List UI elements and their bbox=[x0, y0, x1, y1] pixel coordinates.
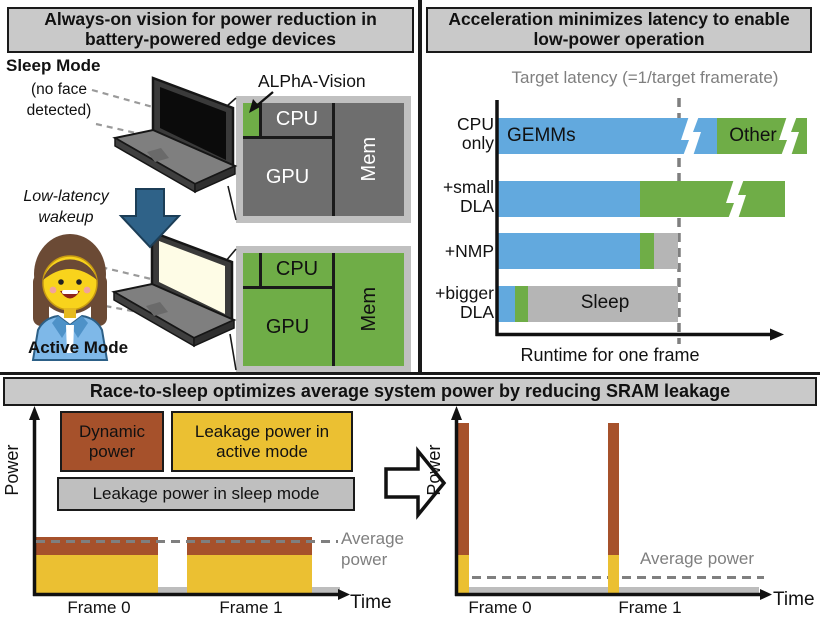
bar-biggerdla-sleep bbox=[528, 286, 678, 322]
panel-title-top-right: Acceleration minimizes latency to enable… bbox=[426, 7, 812, 53]
frame1-bar-after bbox=[608, 423, 619, 595]
legend-leakage-sleep-text: Leakage power in sleep mode bbox=[92, 484, 320, 504]
row-label-small-dla: +small DLA bbox=[442, 177, 494, 216]
legend-leakage-active-text: Leakage power in active mode bbox=[194, 421, 330, 461]
alpha-vision-label: ALPhA-Vision bbox=[258, 71, 366, 91]
wakeup-label: Low-latency wakeup bbox=[23, 188, 109, 226]
gpu-block-active: GPU bbox=[243, 289, 332, 366]
horizontal-divider bbox=[0, 372, 820, 375]
target-latency-label: Target latency (=1/target framerate) bbox=[511, 68, 779, 87]
alpha-vision-block-sleep bbox=[243, 103, 259, 136]
vertical-divider bbox=[418, 0, 422, 373]
no-face-note: (no face detected) bbox=[26, 81, 92, 119]
average-power-label-right: Average power bbox=[640, 549, 755, 568]
frame1-bar-before bbox=[187, 537, 312, 595]
average-power-label-left: Average power bbox=[341, 529, 405, 570]
frame1-dynamic-strip-after bbox=[608, 423, 619, 555]
cpu-block-label: CPU bbox=[275, 258, 319, 280]
chip-diagram-active: CPU GPU Mem bbox=[236, 246, 411, 373]
bar-cpuonly-gemms bbox=[498, 118, 717, 154]
sleep-mode-label: Sleep Mode bbox=[6, 56, 101, 75]
top-left-title-text: Always-on vision for power reduction in … bbox=[44, 9, 377, 49]
frame0-dynamic-strip-after bbox=[458, 423, 469, 555]
frame1-label-left: Frame 1 bbox=[219, 598, 283, 617]
bar-nmp-gemms bbox=[498, 233, 640, 269]
frame1-dynamic-strip bbox=[187, 537, 312, 555]
frame0-label-left: Frame 0 bbox=[67, 598, 131, 617]
alpha-vision-block-active bbox=[243, 253, 259, 286]
legend-leakage-active: Leakage power in active mode bbox=[171, 411, 353, 472]
legend-dynamic-text: Dynamic power bbox=[78, 421, 146, 461]
mem-block-sleep: Mem bbox=[335, 103, 404, 216]
legend-dynamic-power: Dynamic power bbox=[60, 411, 164, 472]
frame1-label-right: Frame 1 bbox=[618, 598, 682, 617]
mem-block-label: Mem bbox=[358, 287, 380, 332]
bar-nmp-other bbox=[640, 233, 654, 269]
power-axis-label-right: Power bbox=[423, 444, 444, 496]
time-axis-label-right: Time bbox=[773, 589, 815, 610]
panel-title-top-left: Always-on vision for power reduction in … bbox=[7, 7, 414, 53]
frame0-bar-after bbox=[458, 423, 469, 595]
gpu-block-sleep: GPU bbox=[243, 139, 332, 216]
mem-block-active: Mem bbox=[335, 253, 404, 366]
panel-title-bottom: Race-to-sleep optimizes average system p… bbox=[3, 377, 817, 406]
chip-die-active: CPU GPU Mem bbox=[243, 253, 404, 366]
cpu-block-sleep: CPU bbox=[262, 103, 332, 136]
chip-diagram-sleep: CPU GPU Mem bbox=[236, 96, 411, 223]
mem-block-label: Mem bbox=[358, 137, 380, 182]
bottom-title-text: Race-to-sleep optimizes average system p… bbox=[89, 381, 731, 402]
bar-biggerdla-other bbox=[515, 286, 528, 322]
cpu-block-active: CPU bbox=[262, 253, 332, 286]
legend-leakage-sleep: Leakage power in sleep mode bbox=[57, 477, 355, 511]
row-label-bigger-dla: +bigger DLA bbox=[435, 283, 494, 322]
bar-nmp-sleep bbox=[654, 233, 678, 269]
runtime-axis-label: Runtime for one frame bbox=[520, 345, 700, 365]
segment-label-gemms: GEMMs bbox=[507, 125, 576, 146]
top-right-title-text: Acceleration minimizes latency to enable… bbox=[448, 9, 790, 49]
row-label-nmp: +NMP bbox=[444, 241, 494, 261]
frame0-bar-before bbox=[36, 537, 158, 595]
sleep-strip-left-end bbox=[312, 587, 340, 595]
bar-biggerdla-gemms bbox=[498, 286, 515, 322]
active-mode-label: Active Mode bbox=[28, 338, 129, 357]
segment-label-other: Other bbox=[729, 125, 777, 146]
bar-smalldla-other bbox=[640, 181, 785, 217]
frame0-label-right: Frame 0 bbox=[468, 598, 532, 617]
gpu-block-label: GPU bbox=[265, 166, 310, 188]
row-label-cpu-only: CPU only bbox=[457, 114, 494, 153]
segment-label-sleep: Sleep bbox=[580, 292, 630, 313]
power-axis-label-left: Power bbox=[1, 444, 22, 496]
time-axis-label-left: Time bbox=[350, 592, 392, 613]
chip-die-sleep: CPU GPU Mem bbox=[243, 103, 404, 216]
gpu-block-label: GPU bbox=[265, 316, 310, 338]
sleep-strip-left-mid bbox=[158, 587, 187, 595]
cpu-block-label: CPU bbox=[275, 108, 319, 130]
bar-smalldla-gemms bbox=[498, 181, 640, 217]
frame0-dynamic-strip bbox=[36, 537, 158, 555]
